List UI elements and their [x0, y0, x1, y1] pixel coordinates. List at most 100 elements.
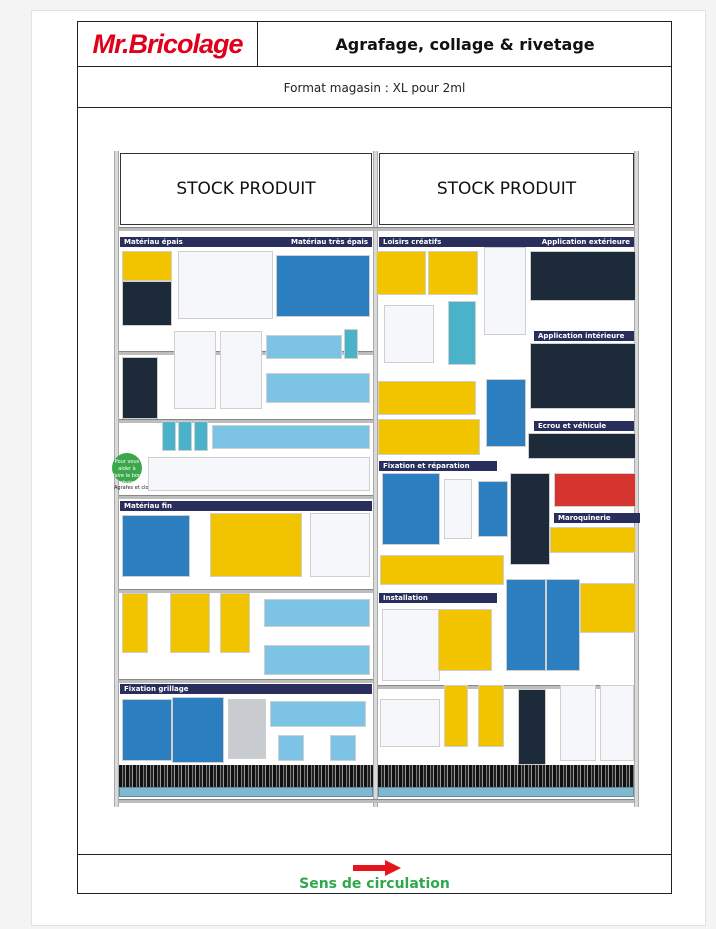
product-stapler	[122, 251, 172, 281]
store-format: Format magasin : XL pour 2ml	[78, 68, 671, 108]
product-glue-gun	[382, 473, 440, 545]
category-label: Ecrou et véhicule	[538, 422, 607, 430]
category-materiau-epais: Matériau épais Matériau très épais	[120, 237, 372, 247]
product-staples-row	[264, 645, 370, 675]
product-staples-row	[266, 335, 342, 359]
product-rivet-plier	[600, 685, 634, 761]
category-installation: Installation	[379, 593, 497, 603]
stock-produit-left: STOCK PRODUIT	[120, 153, 372, 225]
circulation-label: Sens de circulation	[299, 876, 450, 892]
product-clips-row	[270, 701, 366, 727]
product-leather-rivets	[550, 527, 636, 553]
category-label: Installation	[383, 594, 428, 602]
product-stapler	[170, 593, 210, 653]
product-glue-gun	[428, 251, 478, 295]
category-label: Fixation grillage	[124, 685, 189, 693]
product-stapler	[220, 593, 250, 653]
category-ecrou-vehicule: Ecrou et véhicule	[534, 421, 634, 431]
product-hand-stapler	[174, 331, 216, 409]
product-rivets-grid	[530, 251, 636, 301]
brand-logo-cell: Mr.Bricolage	[78, 22, 258, 67]
category-label: Matériau épais	[124, 238, 183, 246]
product-staples-row	[266, 373, 370, 403]
document-title: Agrafage, collage & rivetage	[335, 35, 595, 54]
advice-panel	[148, 457, 370, 491]
shelf	[119, 589, 373, 593]
product-hammer-tacker	[122, 357, 158, 419]
product-rivet-plier	[560, 685, 596, 761]
product-glue-sticks	[478, 481, 508, 537]
shelf	[119, 227, 634, 231]
product-glue-gun	[384, 305, 434, 363]
category-label: Fixation et réparation	[383, 462, 470, 470]
product-glue-sticks-row	[378, 419, 480, 455]
category-label: Loisirs créatifs	[383, 238, 442, 246]
product-glue-sticks	[448, 301, 476, 365]
product-glue-sticks	[438, 609, 492, 671]
product-riveter	[506, 579, 546, 671]
product-riveter	[484, 247, 526, 335]
brand-logo: Mr.Bricolage	[92, 29, 243, 59]
category-label: Matériau fin	[124, 502, 172, 510]
upright-middle	[373, 151, 378, 807]
product-glue-pack	[380, 699, 440, 747]
circulation-footer: Sens de circulation	[78, 854, 671, 894]
category-materiau-fin: Matériau fin	[120, 501, 372, 511]
category-fixation-reparation: Fixation et réparation	[379, 461, 497, 471]
product-staples-row	[264, 599, 370, 627]
product-staples	[344, 329, 358, 359]
product-staples-row	[212, 425, 370, 449]
product-glue-sticks	[444, 685, 468, 747]
product-clips	[330, 735, 356, 761]
product-stapler	[122, 593, 148, 653]
product-glue-sticks-row	[380, 555, 504, 585]
product-stapler-case	[276, 255, 370, 317]
advice-badge-sub: Agrafes et clous	[114, 485, 155, 491]
shelf-base	[378, 765, 634, 791]
shelf	[119, 679, 373, 683]
category-fixation-grillage: Fixation grillage	[120, 684, 372, 694]
product-hand-stapler	[220, 331, 262, 409]
product-rivet-packs	[554, 473, 636, 507]
product-glue-gun	[382, 609, 440, 681]
product-glue-sticks-row	[378, 381, 476, 415]
product-electric-stapler	[310, 513, 370, 577]
category-label: Application intérieure	[538, 332, 625, 340]
product-riveter	[510, 473, 550, 565]
product-riveter	[486, 379, 526, 447]
floor-line	[119, 799, 634, 803]
product-electric-stapler	[122, 515, 190, 577]
product-staples	[162, 421, 176, 451]
product-stapler-box	[178, 251, 273, 319]
product-glue-gun	[376, 251, 426, 295]
product-staples	[178, 421, 192, 451]
product-riveter	[518, 689, 546, 765]
product-nut-rivets	[528, 433, 636, 459]
category-label: Matériau très épais	[291, 238, 368, 246]
arrow-right-icon	[353, 860, 401, 876]
product-glue-sticks	[478, 685, 504, 747]
shelf	[119, 419, 373, 423]
advice-badge: Pour vous aider à faire le bon choix	[112, 453, 142, 486]
category-loisirs-creatifs: Loisirs créatifs Application extérieure	[379, 237, 634, 247]
planogram-area: STOCK PRODUIT STOCK PRODUIT Matériau épa…	[112, 151, 640, 807]
shelf-base	[119, 765, 373, 791]
product-rivet-packs	[580, 583, 636, 633]
product-stapler-kit	[210, 513, 302, 577]
document-header: Mr.Bricolage Agrafage, collage & rivetag…	[78, 22, 671, 67]
product-clips	[278, 735, 304, 761]
stock-produit-right: STOCK PRODUIT	[379, 153, 634, 225]
product-riveter	[546, 579, 580, 671]
shelf	[378, 685, 634, 689]
product-fence-plier	[172, 697, 224, 763]
product-staples	[194, 421, 208, 451]
product-fence-plier	[122, 699, 172, 761]
shelf	[119, 495, 373, 499]
product-rivets-grid	[530, 343, 636, 409]
product-fence-plier	[228, 699, 266, 759]
product-stapler	[122, 281, 172, 326]
kickplate	[378, 787, 634, 797]
category-maroquinerie: Maroquinerie	[554, 513, 640, 523]
kickplate	[119, 787, 373, 797]
category-application-interieure: Application intérieure	[534, 331, 634, 341]
